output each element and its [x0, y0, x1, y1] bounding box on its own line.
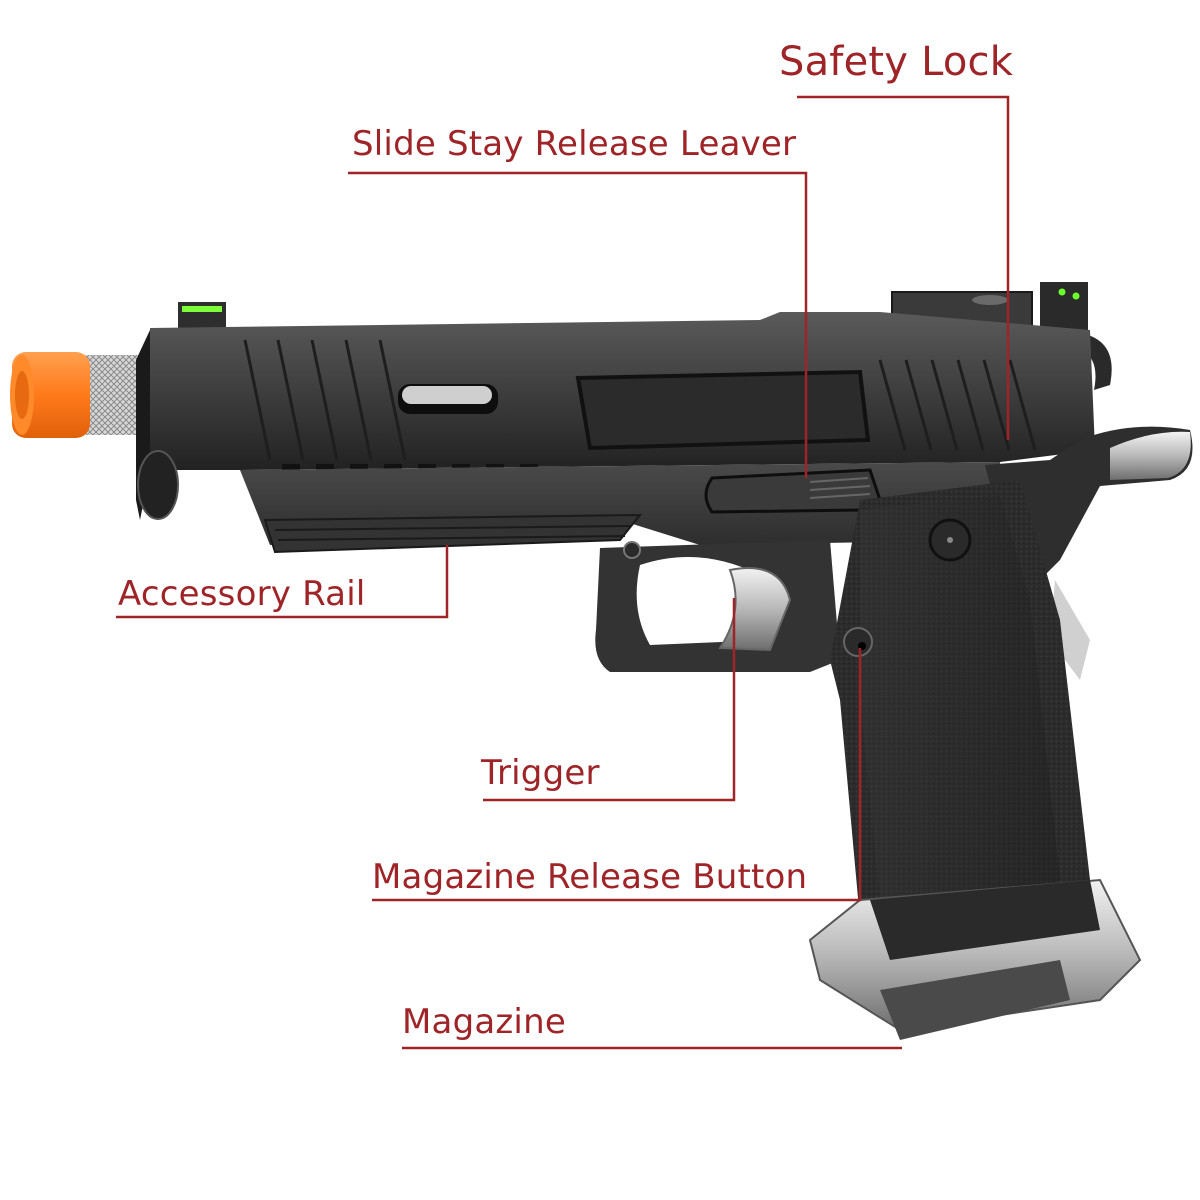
label-safety-lock: Safety Lock: [779, 39, 1014, 85]
label-slide-stay-release-leaver: Slide Stay Release Leaver: [352, 124, 797, 164]
orange-tip: [10, 352, 90, 438]
label-trigger: Trigger: [481, 753, 600, 793]
grip: [830, 480, 1090, 920]
mag-release: [843, 627, 873, 657]
label-magazine: Magazine: [402, 1002, 566, 1042]
magazine-base: [808, 878, 1142, 1040]
label-magazine-release-button: Magazine Release Button: [372, 857, 808, 897]
front-sight: [178, 302, 226, 330]
slide-stop-lever: [704, 468, 882, 514]
label-accessory-rail: Accessory Rail: [118, 574, 366, 614]
trigger-guard: [595, 540, 840, 672]
